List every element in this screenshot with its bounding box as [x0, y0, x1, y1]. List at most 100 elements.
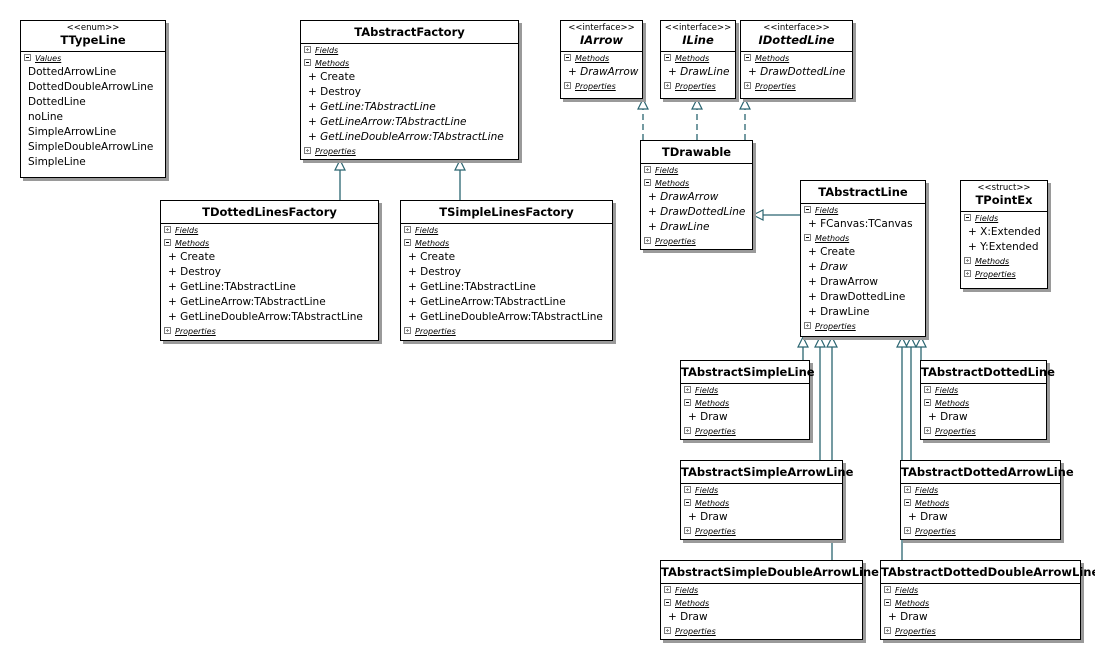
section-methods[interactable]: Methods: [681, 497, 842, 510]
expand-toggle-icon[interactable]: [924, 427, 931, 434]
expand-toggle-icon[interactable]: [904, 527, 911, 534]
section-values[interactable]: Values: [21, 52, 165, 65]
expand-toggle-icon[interactable]: [664, 82, 671, 89]
expand-toggle-icon[interactable]: [664, 586, 671, 593]
expand-toggle-icon[interactable]: [164, 327, 171, 334]
section-properties[interactable]: Properties: [801, 320, 925, 333]
section-properties[interactable]: Properties: [301, 145, 518, 158]
collapse-toggle-icon[interactable]: [564, 54, 571, 61]
section-fields[interactable]: Fields: [961, 212, 1047, 225]
section-properties[interactable]: Properties: [961, 268, 1047, 281]
collapse-toggle-icon[interactable]: [684, 499, 691, 506]
expand-toggle-icon[interactable]: [684, 527, 691, 534]
collapse-toggle-icon[interactable]: [644, 179, 651, 186]
section-properties[interactable]: Properties: [741, 80, 852, 93]
collapse-toggle-icon[interactable]: [664, 54, 671, 61]
section-properties[interactable]: Properties: [661, 80, 735, 93]
section-methods[interactable]: Methods: [401, 237, 612, 250]
section-fields[interactable]: Fields: [301, 44, 518, 57]
section-methods[interactable]: Methods: [641, 177, 752, 190]
section-fields[interactable]: Fields: [681, 384, 809, 397]
expand-toggle-icon[interactable]: [964, 270, 971, 277]
expand-toggle-icon[interactable]: [644, 166, 651, 173]
expand-toggle-icon[interactable]: [164, 226, 171, 233]
expand-toggle-icon[interactable]: [744, 82, 751, 89]
section-properties[interactable]: Properties: [881, 625, 1080, 638]
collapse-toggle-icon[interactable]: [884, 599, 891, 606]
expand-toggle-icon[interactable]: [564, 82, 571, 89]
collapse-toggle-icon[interactable]: [804, 234, 811, 241]
expand-toggle-icon[interactable]: [804, 322, 811, 329]
section-fields[interactable]: Fields: [921, 384, 1046, 397]
expand-toggle-icon[interactable]: [644, 237, 651, 244]
section-fields[interactable]: Fields: [661, 584, 862, 597]
expand-toggle-icon[interactable]: [924, 386, 931, 393]
expand-toggle-icon[interactable]: [664, 627, 671, 634]
section-methods[interactable]: Methods: [661, 597, 862, 610]
section-properties[interactable]: Properties: [641, 235, 752, 248]
collapse-toggle-icon[interactable]: [744, 54, 751, 61]
collapse-toggle-icon[interactable]: [304, 59, 311, 66]
collapse-toggle-icon[interactable]: [964, 214, 971, 221]
collapse-toggle-icon[interactable]: [404, 239, 411, 246]
section-fields[interactable]: Fields: [801, 204, 925, 217]
expand-toggle-icon[interactable]: [904, 486, 911, 493]
collapse-toggle-icon[interactable]: [24, 54, 31, 61]
section-methods[interactable]: Methods: [801, 232, 925, 245]
section-methods[interactable]: Methods: [661, 52, 735, 65]
expand-toggle-icon[interactable]: [404, 226, 411, 233]
section-properties[interactable]: Properties: [921, 425, 1046, 438]
section-properties[interactable]: Properties: [561, 80, 642, 93]
section-methods[interactable]: Methods: [961, 255, 1047, 268]
section-fields[interactable]: Fields: [401, 224, 612, 237]
expand-toggle-icon[interactable]: [404, 327, 411, 334]
section-properties[interactable]: Properties: [901, 525, 1060, 538]
expand-toggle-icon[interactable]: [884, 586, 891, 593]
expand-toggle-icon[interactable]: [304, 147, 311, 154]
section-properties[interactable]: Properties: [681, 525, 842, 538]
expand-toggle-icon[interactable]: [684, 486, 691, 493]
collapse-toggle-icon[interactable]: [804, 206, 811, 213]
section-fields[interactable]: Fields: [881, 584, 1080, 597]
section-methods[interactable]: Methods: [561, 52, 642, 65]
section-fields[interactable]: Fields: [901, 484, 1060, 497]
expand-toggle-icon[interactable]: [684, 427, 691, 434]
section-properties[interactable]: Properties: [401, 325, 612, 338]
collapse-toggle-icon[interactable]: [164, 239, 171, 246]
section-fields[interactable]: Fields: [681, 484, 842, 497]
section-methods[interactable]: Methods: [901, 497, 1060, 510]
section-methods[interactable]: Methods: [741, 52, 852, 65]
collapse-toggle-icon[interactable]: [664, 599, 671, 606]
section-properties[interactable]: Properties: [661, 625, 862, 638]
collapse-toggle-icon[interactable]: [924, 399, 931, 406]
section-properties[interactable]: Properties: [681, 425, 809, 438]
section-properties[interactable]: Properties: [161, 325, 378, 338]
expand-toggle-icon[interactable]: [884, 627, 891, 634]
section-fields[interactable]: Fields: [161, 224, 378, 237]
expand-toggle-icon[interactable]: [684, 386, 691, 393]
collapse-toggle-icon[interactable]: [684, 399, 691, 406]
section-methods[interactable]: Methods: [681, 397, 809, 410]
collapse-toggle-icon[interactable]: [904, 499, 911, 506]
section-methods[interactable]: Methods: [921, 397, 1046, 410]
section-methods[interactable]: Methods: [301, 57, 518, 70]
expand-toggle-icon[interactable]: [304, 46, 311, 53]
section-fields[interactable]: Fields: [641, 164, 752, 177]
section-methods[interactable]: Methods: [161, 237, 378, 250]
expand-toggle-icon[interactable]: [964, 257, 971, 264]
